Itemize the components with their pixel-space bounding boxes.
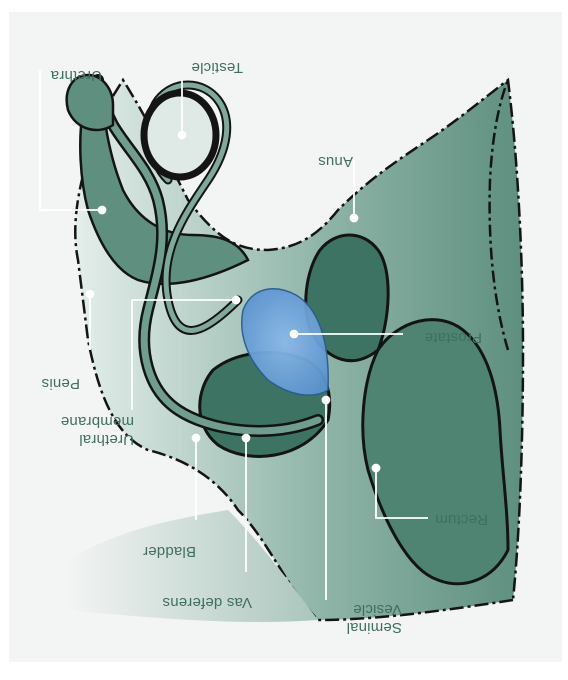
label-urethral-membrane: Urethral membrane (61, 412, 134, 448)
label-anus: Anus (318, 152, 353, 170)
label-prostate: Prostate (425, 328, 482, 346)
label-seminal-vesicle: Seminal Vesicle (346, 600, 402, 636)
label-urethra: Urethra (51, 66, 102, 84)
label-bladder: Bladder (143, 542, 196, 560)
label-penis: Penis (41, 374, 80, 392)
label-testicle: Testicle (191, 58, 243, 76)
label-rectum: Rectum (435, 510, 488, 528)
label-vas-deferens: Vas deferens (162, 593, 252, 611)
